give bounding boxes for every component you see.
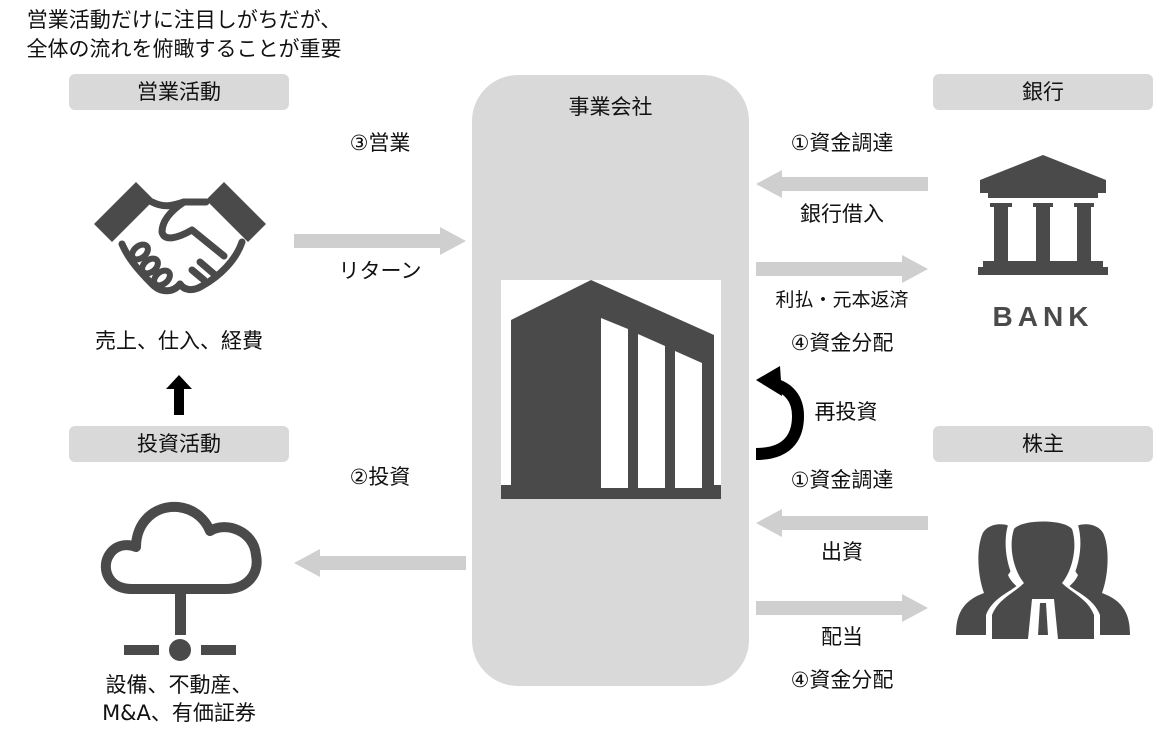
shareholders-label: 株主: [933, 426, 1153, 462]
bank-repayment-arrow-right: [756, 255, 928, 283]
equity-investment-arrow-left: [756, 509, 928, 537]
investing-caption-line-2: M&A、有価証券: [102, 701, 256, 725]
bank-funding-step-label: ①資金調達: [790, 131, 894, 155]
up-arrow-icon: [166, 375, 192, 415]
investing-step-label: ②投資: [349, 465, 411, 489]
bank-label: 銀行: [933, 74, 1153, 110]
bank-loan-label: 銀行借入: [800, 202, 884, 226]
dividend-arrow-right: [756, 594, 928, 622]
operating-step-label: ③営業: [349, 131, 411, 155]
headline-line-2: 全体の流れを俯瞰することが重要: [26, 37, 342, 61]
return-arrow-right: [294, 227, 466, 255]
investing-activities-label: 投資活動: [69, 426, 289, 462]
operating-caption: 売上、仕入、経費: [95, 329, 263, 353]
dividend-label: 配当: [821, 625, 863, 649]
reinvest-label: 再投資: [814, 400, 878, 424]
return-arrow-label: リターン: [338, 259, 422, 283]
bank-loan-arrow-left: [756, 170, 928, 198]
operating-activities-label: 営業活動: [69, 74, 289, 110]
bank-icon-text: BANK: [992, 301, 1094, 332]
bank-icon: [978, 155, 1108, 275]
reinvest-curved-arrow-icon: [752, 362, 812, 462]
company-title: 事業会社: [568, 95, 653, 119]
equity-funding-step-label: ①資金調達: [790, 468, 894, 492]
bank-distribution-step-label: ④資金分配: [790, 331, 894, 355]
equity-distribution-step-label: ④資金分配: [790, 668, 894, 692]
investing-caption-line-1: 設備、不動産、: [105, 673, 253, 697]
building-icon: [501, 280, 721, 499]
bank-repayment-label: 利払・元本返済: [775, 289, 909, 311]
headline: 営業活動だけに注目しがちだが、 全体の流れを俯瞰することが重要: [14, 6, 354, 64]
people-icon: [956, 515, 1130, 643]
investment-arrow-left: [294, 549, 466, 577]
equity-investment-label: 出資: [821, 540, 863, 564]
handshake-icon: [92, 180, 268, 300]
headline-line-1: 営業活動だけに注目しがちだが、: [26, 8, 342, 32]
cloud-network-icon: [94, 493, 266, 661]
